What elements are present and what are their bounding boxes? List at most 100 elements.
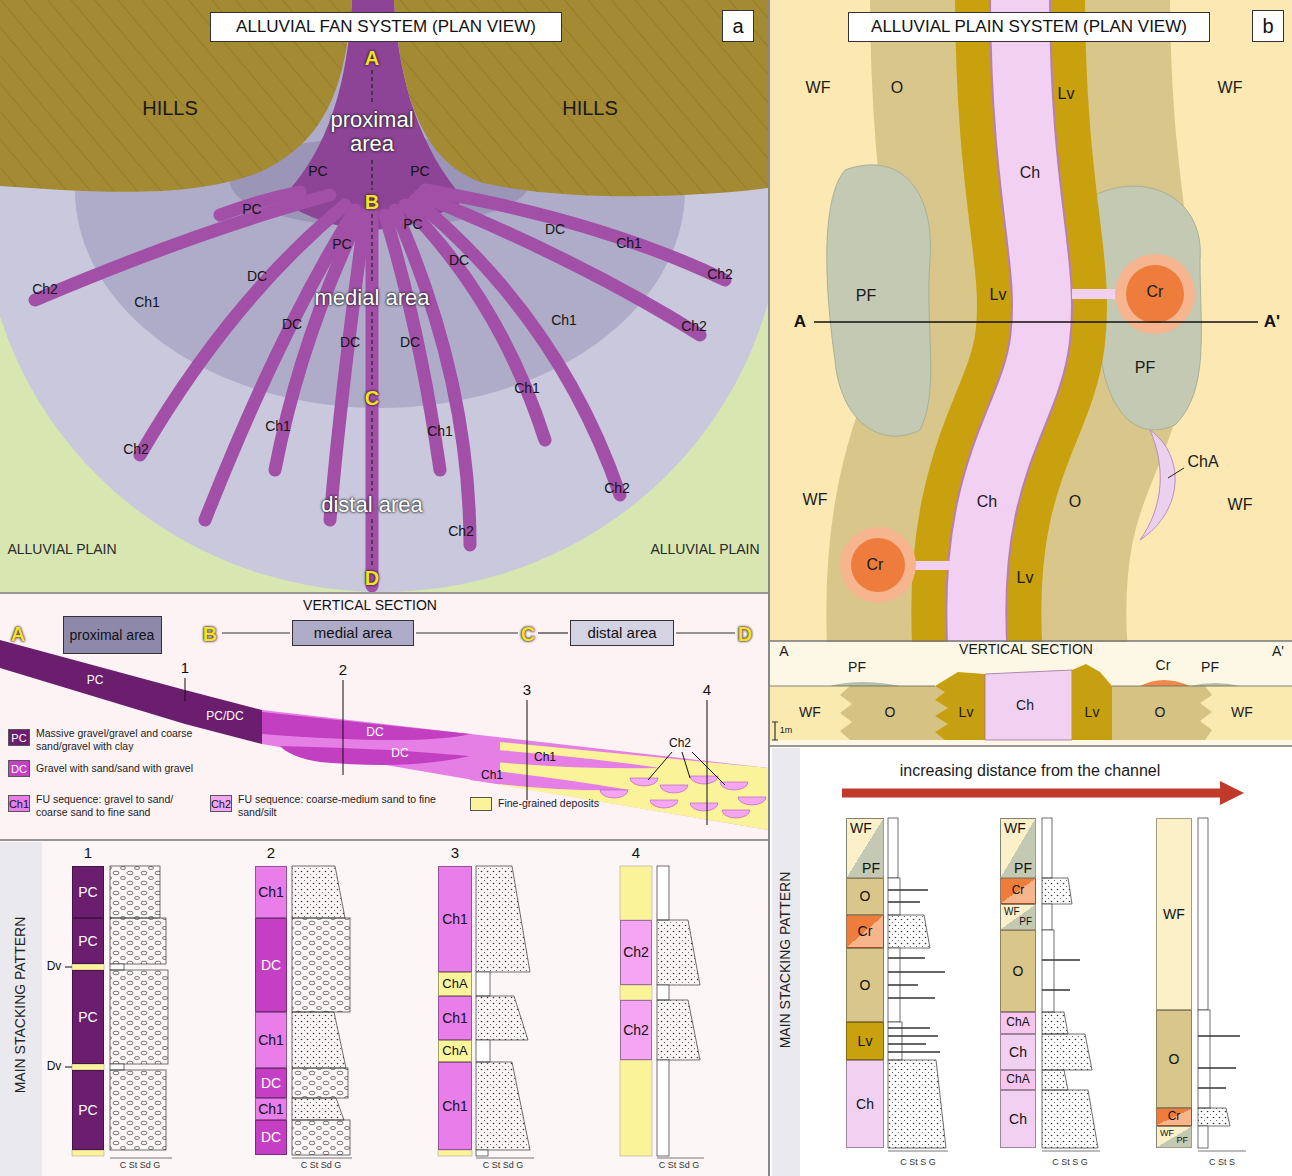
fan-stacking-pattern — [657, 1060, 669, 1156]
plain-vertical-section — [830, 682, 900, 686]
fan-stacking-pattern — [476, 996, 528, 1040]
facies-band: ChA — [1000, 1070, 1036, 1090]
node-text: PF — [1176, 1136, 1188, 1145]
plain-plan-view — [1126, 265, 1184, 323]
axis-label: C St Sd G — [483, 1161, 524, 1171]
plain-vertical-section — [1072, 664, 1112, 740]
fan-vertical-section — [0, 592, 768, 594]
node-text: Cr — [1168, 1110, 1181, 1124]
node-text: Ch2 — [623, 1022, 649, 1038]
fan-stacking-pattern — [292, 1068, 348, 1098]
node-text: DC — [261, 1129, 281, 1145]
plain-stacking-pattern — [772, 748, 1246, 1176]
section-letter: C — [521, 623, 535, 645]
plain-stacking-pattern — [1042, 959, 1080, 961]
node-text: PF — [1019, 917, 1032, 927]
node-text: PC — [78, 884, 97, 900]
area-box: medial area — [292, 620, 414, 646]
node-text: ALLUVIAL PLAIN SYSTEM (PLAN VIEW) — [871, 17, 1187, 37]
title-box: ALLUVIAL FAN SYSTEM (PLAN VIEW) — [210, 12, 562, 42]
node-text: WF — [1160, 1129, 1174, 1138]
fan-stacking-pattern — [620, 1060, 652, 1156]
fan-vertical-section — [222, 632, 290, 633]
node-text: Ch — [856, 1096, 874, 1112]
fan-stacking-pattern — [110, 866, 700, 1156]
fan-stacking-pattern — [65, 1067, 72, 1068]
node-text: O — [1013, 963, 1024, 979]
plain-stacking-pattern — [1042, 818, 1052, 878]
axis-label: C St S G — [1052, 1158, 1088, 1168]
plain-stacking-pattern — [1198, 818, 1208, 1010]
fan-vertical-section — [630, 778, 658, 786]
facies-label: PF — [856, 287, 876, 305]
panel-divider — [768, 0, 770, 1176]
fan-stacking-pattern — [657, 1000, 700, 1060]
facies-band: Cr — [1000, 878, 1036, 904]
fan-stacking-pattern — [110, 964, 124, 970]
section-letter: B — [365, 191, 379, 213]
facies-label: PF — [1135, 359, 1155, 377]
fan-stacking-pattern — [657, 920, 700, 985]
axis-label: C St S G — [900, 1158, 936, 1168]
swatch-code: Ch1 — [9, 798, 29, 810]
node-text: ChA — [442, 1044, 467, 1059]
fan-vertical-section — [0, 593, 768, 840]
legend-text: Gravel with sand/sand with gravel — [36, 762, 246, 775]
fan-plan-view — [0, 0, 768, 592]
fan-plan-view — [371, 214, 372, 284]
facies-label: PC — [242, 202, 261, 217]
node-text: O — [860, 888, 871, 904]
plain-stacking-pattern — [888, 1151, 1246, 1152]
fan-stacking-pattern — [65, 967, 72, 968]
section-letter: A — [365, 47, 379, 69]
callout-number: 1 — [84, 845, 92, 862]
facies-label: WF — [806, 79, 831, 97]
facies-label: PF — [1201, 660, 1219, 675]
facies-label: Ch2 — [604, 481, 630, 496]
facies-label: DC — [545, 222, 565, 237]
callout-number: 3 — [451, 845, 459, 862]
plain-plan-view — [770, 0, 1292, 660]
node-text: ChA — [1006, 1073, 1029, 1087]
facies-label: PC/DC — [206, 710, 243, 723]
fan-stacking-pattern — [657, 866, 669, 920]
fan-vertical-section — [185, 678, 186, 701]
plain-vertical-section — [772, 740, 778, 741]
node-text: proximal area — [70, 627, 155, 643]
facies-label: PF — [848, 660, 866, 675]
fan-vertical-section — [648, 752, 672, 780]
facies-label: O — [1069, 493, 1081, 511]
fan-vertical-section — [690, 776, 718, 784]
node-text: Cr — [1012, 884, 1025, 898]
node-text: ChA — [442, 977, 467, 992]
node-text: Cr — [858, 923, 873, 939]
axis-label: C St Sd G — [659, 1161, 700, 1171]
node-text: O — [860, 977, 871, 993]
node-text: a — [732, 15, 743, 38]
fan-stacking-pattern — [438, 1150, 472, 1156]
plain-stacking-pattern — [888, 997, 935, 999]
fan-stacking-pattern — [657, 1158, 704, 1159]
fan-vertical-section — [676, 632, 735, 633]
fan-vertical-section — [707, 700, 708, 825]
node-text: Ch1 — [442, 1010, 468, 1026]
plain-stacking-pattern — [1042, 989, 1070, 991]
fan-stacking-pattern — [292, 918, 350, 1012]
facies-band: WFPF — [846, 818, 884, 878]
plain-vertical-section — [770, 642, 1292, 746]
plain-plan-view — [1140, 430, 1175, 540]
panel-letter: a — [722, 10, 754, 42]
plain-stacking-pattern — [888, 915, 930, 948]
plain-vertical-section — [770, 745, 1292, 747]
section-letter: B — [203, 623, 217, 645]
facies-band: WF — [1156, 818, 1192, 1010]
facies-label: Ch1 — [427, 424, 453, 439]
fan-vertical-section — [690, 803, 718, 811]
fan-plan-view — [330, 215, 365, 520]
facies-band: Ch1 — [438, 1062, 472, 1150]
fan-stacking-pattern — [620, 985, 652, 1000]
plain-stacking-pattern — [1198, 1108, 1230, 1126]
facies-band: Ch1 — [255, 1098, 287, 1120]
fan-plan-view — [371, 312, 372, 385]
